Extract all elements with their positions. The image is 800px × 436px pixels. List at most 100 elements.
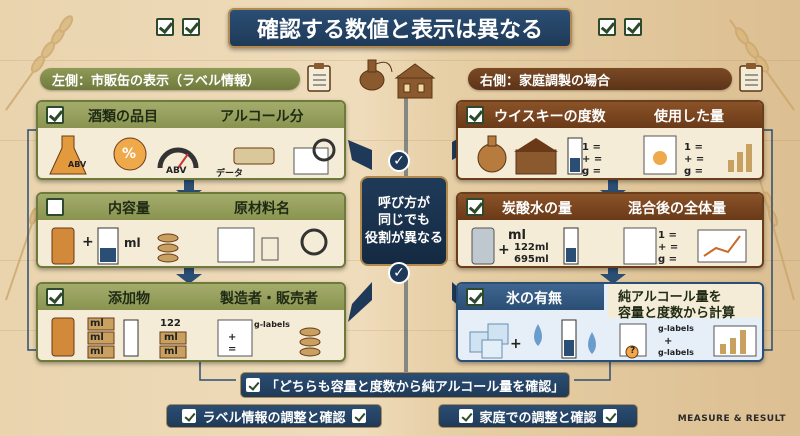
center-line: 役割が異なる <box>364 230 443 246</box>
item-label: 製造者・販売者 <box>220 291 318 307</box>
card-header: 炭酸水の量 混合後の全体量 <box>458 194 762 220</box>
right-card-1: ウイスキーの度数 使用した量 1 = + = g = 1 = + = g = <box>456 100 764 180</box>
formula-label: 1 = <box>684 142 703 153</box>
plus-label: + <box>82 234 94 250</box>
item-label: 使用した量 <box>654 109 724 125</box>
wood-grain <box>0 330 800 331</box>
ice-icons <box>469 319 596 359</box>
checkbox-icon <box>46 288 64 306</box>
bottom-left-badge: ラベル情報の調整と確認 <box>166 404 382 428</box>
item-label: 添加物 <box>108 291 150 307</box>
abv-icons <box>49 135 336 175</box>
clipboard-icon <box>307 63 331 92</box>
plus-label: + <box>664 336 673 347</box>
ml-label: ml <box>90 332 104 343</box>
equals-label: = <box>228 344 237 355</box>
bottom-right-text: 家庭での調整と確認 <box>479 410 597 426</box>
checkbox-icon <box>46 198 64 216</box>
item-label: アルコール分 <box>220 109 304 125</box>
left-card-1: 酒類の品目 アルコール分 ABV % ABV データ <box>36 100 346 180</box>
formula-label: + = <box>582 154 603 165</box>
formula-label: g = <box>684 166 704 177</box>
center-check-icon: ✓ <box>388 150 410 172</box>
ml-label: ml <box>124 236 141 250</box>
left-card-3: 添加物 製造者・販売者 ml ml ml 122 ml ml g-labels … <box>36 282 346 362</box>
question-label: ? <box>630 346 636 356</box>
volume-value: 695ml <box>514 254 549 265</box>
card-header: 内容量 原材料名 <box>38 194 344 220</box>
formula-label: g = <box>582 166 602 177</box>
title-checkbox-right-1 <box>598 18 616 40</box>
ml-label: ml <box>90 318 104 329</box>
formula-label: 1 = <box>658 230 677 241</box>
plus-label: + <box>498 242 510 258</box>
abv-gauge-label: ABV <box>166 166 187 176</box>
center-check-icon: ✓ <box>388 262 410 284</box>
percent-label: % <box>122 146 137 162</box>
item-label: ウイスキーの度数 <box>494 109 606 125</box>
calc-subtitle: 容量と度数から計算 <box>618 306 736 321</box>
checkbox-icon <box>459 409 474 423</box>
value-label: 122 <box>160 318 181 329</box>
ml-label: ml <box>90 346 104 357</box>
center-message: 呼び方が 同じでも 役割が異なる <box>360 176 448 266</box>
checkbox-icon <box>182 409 197 423</box>
calc-title: 純アルコール量を <box>618 290 722 305</box>
wood-grain <box>0 140 800 141</box>
abv-label: ABV <box>68 160 87 169</box>
g-labels-tag: g-labels <box>254 320 290 329</box>
title-checkbox-left-2 <box>182 18 200 40</box>
checkbox-icon <box>245 378 260 392</box>
ml-label: ml <box>508 228 527 243</box>
additive-icons <box>51 317 321 359</box>
item-label: 原材料名 <box>234 201 290 217</box>
checkbox-icon <box>466 106 484 124</box>
item-label: 氷の有無 <box>506 291 562 307</box>
item-label: 混合後の全体量 <box>628 201 726 217</box>
card-header: 氷の有無 <box>458 284 604 310</box>
formula-label: 1 = <box>582 142 601 153</box>
bottom-summary: 「どちらも容量と度数から純アルコール量を確認」 <box>240 372 570 398</box>
right-card-3: 氷の有無 純アルコール量を 容量と度数から計算 + g-labels + g-l… <box>456 282 764 362</box>
footer-tag: MEASURE & RESULT <box>677 414 786 424</box>
data-label: データ <box>216 169 244 179</box>
checkbox-icon <box>466 198 484 216</box>
g-labels-tag: g-labels <box>658 324 694 333</box>
left-section-header: 左側：市販缶の表示（ラベル情報） <box>40 68 300 90</box>
soda-icons <box>471 227 747 265</box>
checkbox-icon <box>602 409 617 423</box>
checkbox-icon <box>351 409 366 423</box>
wood-grain <box>0 60 800 61</box>
g-labels-tag: g-labels <box>658 348 694 357</box>
page-title: 確認する数値と表示は異なる <box>228 8 572 48</box>
distillery-icons <box>477 135 677 175</box>
bottom-summary-text: 「どちらも容量と度数から純アルコール量を確認」 <box>265 379 565 395</box>
plus-label: + <box>510 336 522 352</box>
title-checkbox-left-1 <box>156 18 174 40</box>
calc-icons <box>619 323 757 359</box>
card-header: 添加物 製造者・販売者 <box>38 284 344 310</box>
left-card-2: 内容量 原材料名 + ml <box>36 192 346 268</box>
formula-label: + = <box>684 154 705 165</box>
formula-label: + = <box>658 242 679 253</box>
card-header: 酒類の品目 アルコール分 <box>38 102 344 128</box>
card-header: ウイスキーの度数 使用した量 <box>458 102 762 128</box>
bottom-right-badge: 家庭での調整と確認 <box>438 404 638 428</box>
plus-label: + <box>228 332 237 343</box>
formula-label: g = <box>658 254 678 265</box>
item-label: 酒類の品目 <box>88 109 158 125</box>
checkbox-icon <box>46 106 64 124</box>
right-section-header: 右側：家庭調製の場合 <box>468 68 732 90</box>
item-label: 内容量 <box>108 201 150 217</box>
calc-header: 純アルコール量を 容量と度数から計算 <box>608 284 762 321</box>
center-line: 呼び方が <box>377 195 430 211</box>
center-line: 同じでも <box>377 213 430 229</box>
checkbox-icon <box>466 288 484 306</box>
title-checkbox-right-2 <box>624 18 642 40</box>
ml-label: ml <box>164 346 178 357</box>
bottom-left-text: ラベル情報の調整と確認 <box>202 410 346 426</box>
clipboard-icon <box>739 63 763 92</box>
right-card-2: 炭酸水の量 混合後の全体量 ml + 122ml 695ml 1 = + = g… <box>456 192 764 268</box>
bar-chart-icon <box>728 144 752 172</box>
ml-label: ml <box>164 332 178 343</box>
